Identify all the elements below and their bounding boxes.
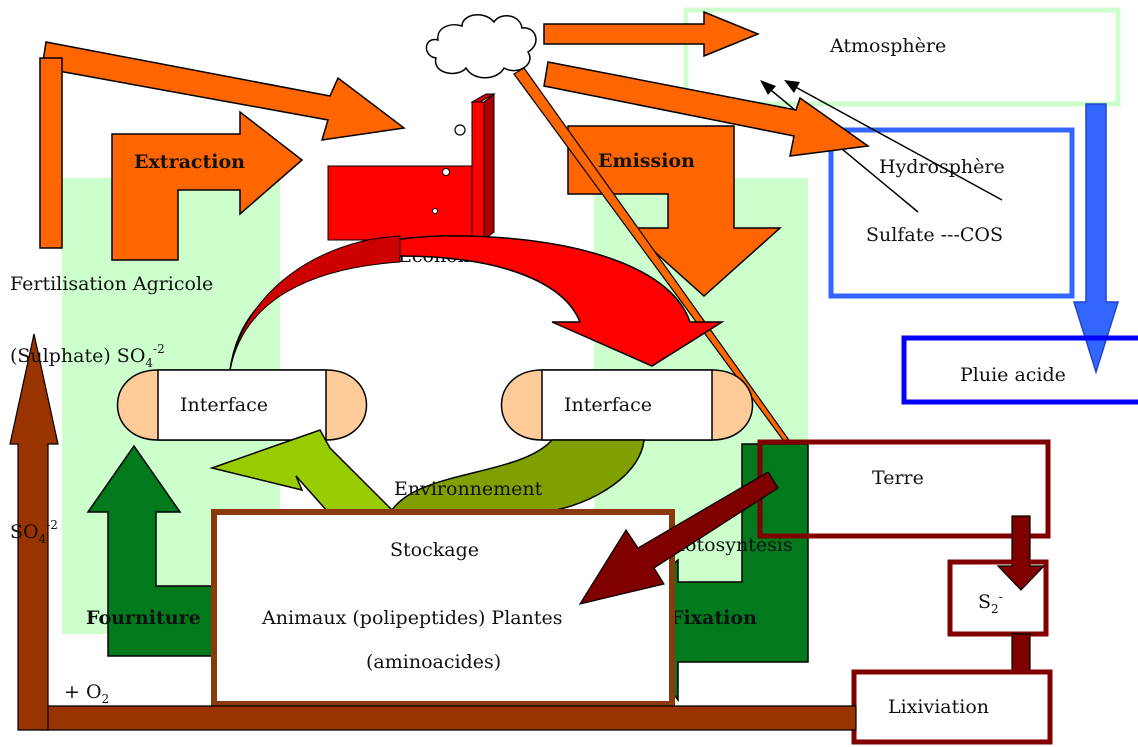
cloud-to-atmosphere-arrow	[543, 10, 760, 58]
aminoacides-label: (aminoacides)	[366, 651, 501, 673]
sulphate-sup: -2	[153, 342, 165, 356]
acid-rain-label: Pluie acide	[960, 364, 1066, 386]
o2-label: + O2	[64, 681, 109, 706]
animaux-plantes-label: Animaux (polipeptides) Plantes	[261, 607, 562, 629]
cloud-to-hydrosphere-arrow	[543, 61, 871, 157]
so4-main: SO	[10, 521, 39, 543]
so4-sup: -2	[46, 518, 58, 532]
emission-label: Emission	[598, 150, 695, 172]
o2-sub: 2	[102, 692, 110, 706]
s2-box	[947, 559, 1049, 637]
s2-label: S2-	[978, 590, 1003, 616]
thin-arrow-2	[789, 83, 1003, 201]
so4-sub: 4	[39, 532, 47, 546]
s2-sub: 2	[991, 602, 999, 616]
emission-arrow	[567, 125, 782, 298]
extraction-arrow	[111, 110, 304, 261]
stockage-box	[211, 509, 675, 707]
sulfate-cos-label: Sulfate ---COS	[866, 224, 1003, 246]
left-orange-bar	[39, 57, 63, 249]
factory-building	[327, 165, 473, 241]
extraction-label: Extraction	[134, 151, 245, 173]
blue-arrow-to-acid-rain	[1072, 103, 1120, 375]
cloud-icon	[425, 14, 537, 79]
s2-sup: -	[999, 590, 1003, 604]
factory-chimney	[471, 101, 485, 241]
acid-rain-box	[901, 335, 1138, 405]
stockage-label: Stockage	[390, 539, 479, 561]
interface-right-label: Interface	[564, 394, 652, 416]
interface-left-label: Interface	[180, 394, 268, 416]
fixation-label: Fixation	[670, 607, 757, 629]
fertilisation-label: Fertilisation Agricole	[10, 273, 213, 295]
sulphate-sub: 4	[145, 356, 153, 370]
hydrosphere-box	[828, 127, 1075, 299]
terre-label: Terre	[872, 467, 924, 489]
sulphate-label: (Sulphate) SO4-2	[10, 342, 165, 370]
fourniture-label: Fourniture	[86, 607, 201, 629]
interface-right-box	[541, 369, 713, 441]
top-left-orange-arrow	[41, 41, 406, 141]
sulphate-main: (Sulphate) SO	[10, 345, 145, 367]
lixiviation-label: Lixiviation	[888, 696, 989, 718]
smoke-bubble-2	[442, 168, 450, 176]
brown-left-up-arrow	[9, 333, 59, 731]
brown-bottom-bar	[39, 705, 857, 731]
environment-olive-arrow	[390, 439, 645, 513]
so4-left-label: SO4-2	[10, 518, 58, 546]
terre-to-plants-arrow	[578, 471, 779, 605]
smoke-bubble-3	[432, 208, 438, 214]
factory-chimney-side	[483, 92, 495, 242]
economy-red-arc-dark	[229, 235, 401, 371]
o2-main: + O	[64, 681, 102, 703]
s2-main: S	[978, 591, 991, 613]
smoke-bubble-1	[454, 124, 466, 136]
environnement-label: Environnement	[394, 478, 543, 500]
lixiviation-box	[851, 669, 1053, 745]
interface-left-box	[157, 369, 327, 441]
atmosphere-box	[683, 7, 1121, 107]
thin-arrowhead-1	[760, 80, 776, 95]
atmosphere-label: Atmosphère	[829, 35, 946, 57]
thin-arrowhead-2	[784, 80, 800, 93]
terre-to-s2-arrow	[996, 515, 1046, 591]
